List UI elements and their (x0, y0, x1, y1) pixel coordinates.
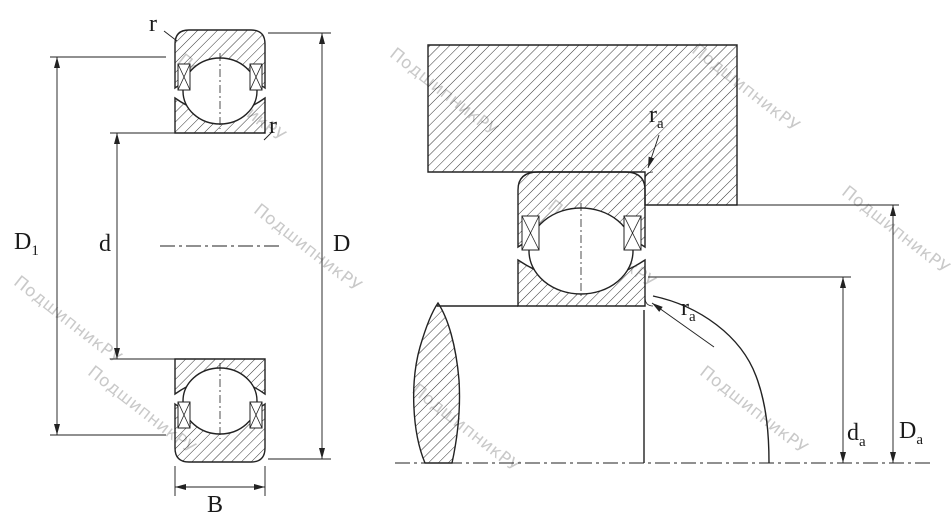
shaft-web-curve (652, 295, 770, 464)
cage-section-bottom (177, 401, 263, 429)
left-view-bearing-section (50, 29, 331, 496)
housing-fillet (644, 171, 654, 181)
label-r-top: r (149, 11, 157, 37)
leader-r-top (163, 30, 178, 42)
cage-section-top (177, 63, 263, 91)
dimension-D1 (50, 56, 166, 436)
label-Da: Da (899, 418, 924, 448)
dimension-d (110, 132, 175, 360)
dimension-B (174, 466, 266, 496)
leader-ra-housing (647, 134, 660, 169)
label-d: d (99, 231, 111, 257)
label-r-side: r (269, 113, 277, 139)
shaft-break-section (413, 301, 461, 464)
label-da: da (847, 420, 866, 450)
right-view-mounting-section (395, 44, 930, 464)
label-B: B (207, 492, 224, 518)
label-D1: D1 (14, 229, 39, 259)
label-ra-shaft: ra (681, 295, 696, 325)
label-D: D (333, 231, 351, 257)
cage-section-right (521, 215, 642, 251)
leader-ra-shaft (651, 302, 715, 348)
shaft-fillet (644, 296, 654, 307)
leader-r-side (263, 130, 274, 141)
dimension-D (268, 32, 331, 460)
label-ra-housing: ra (649, 102, 664, 132)
